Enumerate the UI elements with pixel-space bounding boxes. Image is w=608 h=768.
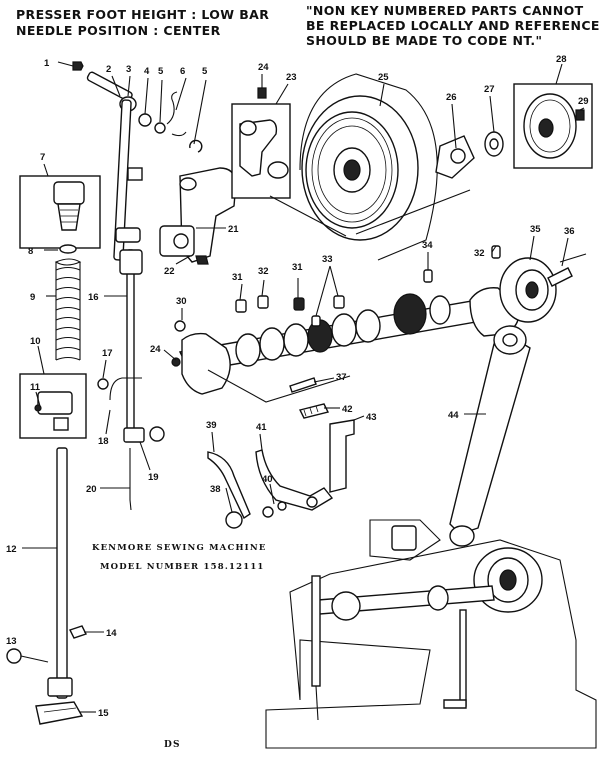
callout-4: 4: [144, 66, 150, 77]
footer-code: DS: [164, 740, 181, 750]
callout-10: 10: [30, 336, 41, 347]
callout-43: 43: [366, 412, 377, 423]
callout-40: 40: [262, 474, 273, 485]
callout-9: 9: [30, 292, 35, 303]
callout-numbers: 1 2 3 4 5 6 5 7 8 9 10 11 12 13 14 15 16…: [6, 54, 589, 719]
callout-8: 8: [28, 246, 33, 257]
upper-shaft-parts: [57, 61, 203, 153]
callout-27: 27: [484, 84, 495, 95]
callout-29: 29: [578, 96, 589, 107]
callout-5: 5: [158, 66, 164, 77]
bobbin-winder-assembly: [499, 253, 587, 323]
callout-20: 20: [86, 484, 97, 495]
callout-33: 33: [322, 254, 333, 265]
callout-26: 26: [446, 92, 457, 103]
callout-25: 25: [378, 72, 389, 83]
needle-bar-assembly: [97, 99, 165, 511]
callout-28: 28: [556, 54, 567, 65]
replacement-note-line-1: "NON KEY NUMBERED PARTS CANNOT: [306, 3, 584, 18]
model-caption-line-1: KENMORE SEWING MACHINE: [92, 543, 267, 553]
callout-13: 13: [6, 636, 17, 647]
callout-23: 23: [286, 72, 297, 83]
callout-15: 15: [98, 708, 109, 719]
replacement-note-line-3: SHOULD BE MADE TO CODE NT.": [306, 33, 543, 48]
needle-position-note: NEEDLE POSITION : CENTER: [16, 23, 221, 38]
feed-lever-assembly: [207, 403, 355, 529]
callout-32: 32: [258, 266, 269, 277]
callout-22: 22: [164, 266, 175, 277]
callout-34: 34: [422, 240, 433, 251]
callout-17: 17: [102, 348, 113, 359]
presser-foot-height-note: PRESSER FOOT HEIGHT : LOW BAR: [16, 7, 270, 22]
model-caption-line-2: MODEL NUMBER 158.12111: [100, 562, 265, 572]
callout-1: 1: [44, 58, 50, 69]
callout-12: 12: [6, 544, 17, 555]
leader-lines: [22, 63, 585, 713]
callout-7: 7: [40, 152, 45, 163]
callout-6: 6: [180, 66, 185, 77]
callout-30: 30: [176, 296, 187, 307]
connecting-rod: [449, 325, 531, 547]
replacement-note-line-2: BE REPLACED LOCALLY AND REFERENCE: [306, 18, 600, 33]
callout-11: 11: [30, 382, 41, 393]
callout-37: 37: [336, 372, 347, 383]
presser-bar-foot: [6, 447, 87, 725]
callout-41: 41: [256, 422, 267, 433]
callout-39: 39: [206, 420, 217, 431]
callout-2: 2: [106, 64, 111, 75]
callout-35: 35: [530, 224, 541, 235]
callout-31b: 31: [292, 262, 303, 273]
callout-5b: 5: [202, 66, 208, 77]
take-up-crank-assembly: [159, 87, 291, 265]
main-shaft-assembly: [171, 245, 520, 403]
machine-body-outline: [265, 519, 597, 749]
callout-24b: 24: [150, 344, 161, 355]
handwheel-assembly: [269, 73, 593, 261]
callout-14: 14: [106, 628, 117, 639]
callout-19: 19: [148, 472, 159, 483]
callout-3: 3: [126, 64, 131, 75]
callout-18: 18: [98, 436, 109, 447]
callout-16: 16: [88, 292, 99, 303]
callout-31: 31: [232, 272, 243, 283]
callout-36: 36: [564, 226, 575, 237]
callout-21: 21: [228, 224, 239, 235]
callout-42: 42: [342, 404, 353, 415]
callout-24: 24: [258, 62, 269, 73]
callout-38: 38: [210, 484, 221, 495]
callout-32b: 32: [474, 248, 485, 259]
callout-44: 44: [448, 410, 459, 421]
presser-spring-assembly: [19, 175, 101, 439]
